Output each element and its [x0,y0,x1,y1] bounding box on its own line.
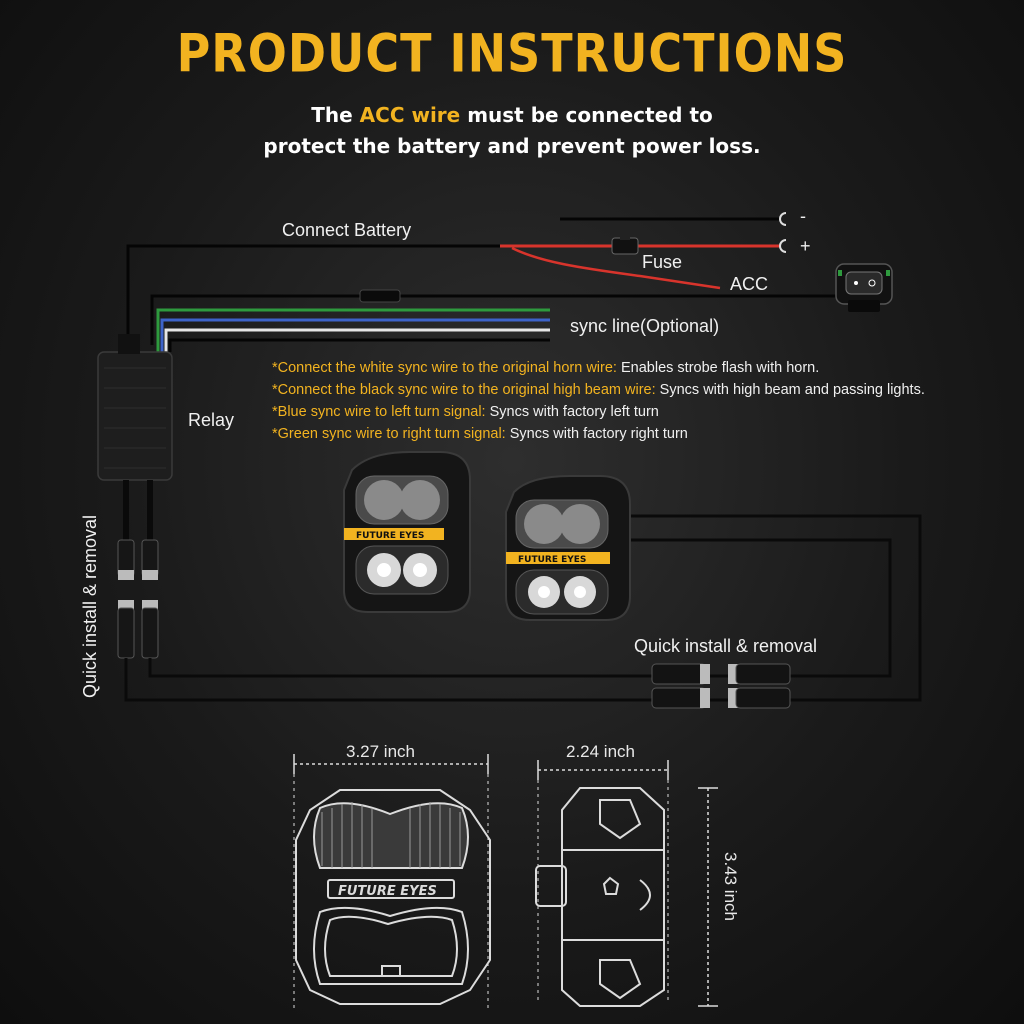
note-high-beam-highlight: *Connect the black sync wire to the orig… [272,382,656,398]
inline-connector [359,289,401,303]
harness-wire-inner [148,538,892,678]
harness-wire-outer [124,514,922,702]
note-horn: *Connect the white sync wire to the orig… [272,360,819,376]
sync-line-label: sync line(Optional) [570,316,720,336]
battery-positive-wire [500,239,787,253]
quick-install-left-label: Quick install & removal [80,514,100,698]
note-left-turn: *Blue sync wire to left turn signal: Syn… [272,404,659,420]
note-right-turn-highlight: *Green sync wire to right turn signal: [272,426,506,442]
relay-output-connectors [117,480,159,659]
page-subtitle: The ACC wire must be connected to protec… [0,100,1024,162]
page-title: PRODUCT INSTRUCTIONS [176,21,848,85]
subtitle-line2: protect the battery and prevent power lo… [263,134,761,158]
note-right-turn-text: Syncs with factory right turn [505,426,688,442]
drawing-brand: FUTURE EYES [338,884,437,899]
subtitle-highlight: ACC wire [359,103,461,127]
relay-box [97,334,173,481]
front-view-drawing: FUTURE EYES [293,754,491,1010]
subtitle-pre: The [311,103,360,127]
note-right-turn: *Green sync wire to right turn signal: S… [272,426,688,442]
dimension-width: 3.27 inch [346,742,415,761]
dimension-height: 3.43 inch [721,852,740,921]
quick-install-right-label: Quick install & removal [634,636,818,656]
relay-label: Relay [188,410,235,430]
rocker-switch-icon [835,263,893,312]
relay-power-wire [126,244,500,340]
note-high-beam: *Connect the black sync wire to the orig… [272,382,925,398]
fuse-icon [611,234,639,255]
light-brand-left: FUTURE EYES [356,531,424,541]
note-left-turn-text: Syncs with factory left turn [485,404,659,420]
switch-wire [150,294,840,345]
fuse-label: Fuse [642,252,683,272]
quick-connectors-right [651,663,791,709]
terminal-positive-label: + [800,236,811,256]
note-horn-highlight: *Connect the white sync wire to the orig… [272,360,617,376]
dimension-depth: 2.24 inch [566,742,635,761]
side-view-drawing [535,760,718,1007]
terminal-negative-label: - [800,206,806,226]
sync-wires [156,308,550,352]
note-left-turn-highlight: *Blue sync wire to left turn signal: [272,404,486,420]
acc-wire [511,246,721,290]
light-brand-right: FUTURE EYES [518,555,586,565]
note-high-beam-text: Syncs with high beam and passing lights. [655,382,925,398]
acc-label: ACC [730,274,769,294]
note-horn-text: Enables strobe flash with horn. [616,360,820,376]
battery-negative-wire [560,212,787,226]
led-light-left: FUTURE EYES [343,451,471,613]
led-light-right: FUTURE EYES [505,475,631,621]
connect-battery-label: Connect Battery [282,220,412,240]
subtitle-post: must be connected to [460,103,713,127]
